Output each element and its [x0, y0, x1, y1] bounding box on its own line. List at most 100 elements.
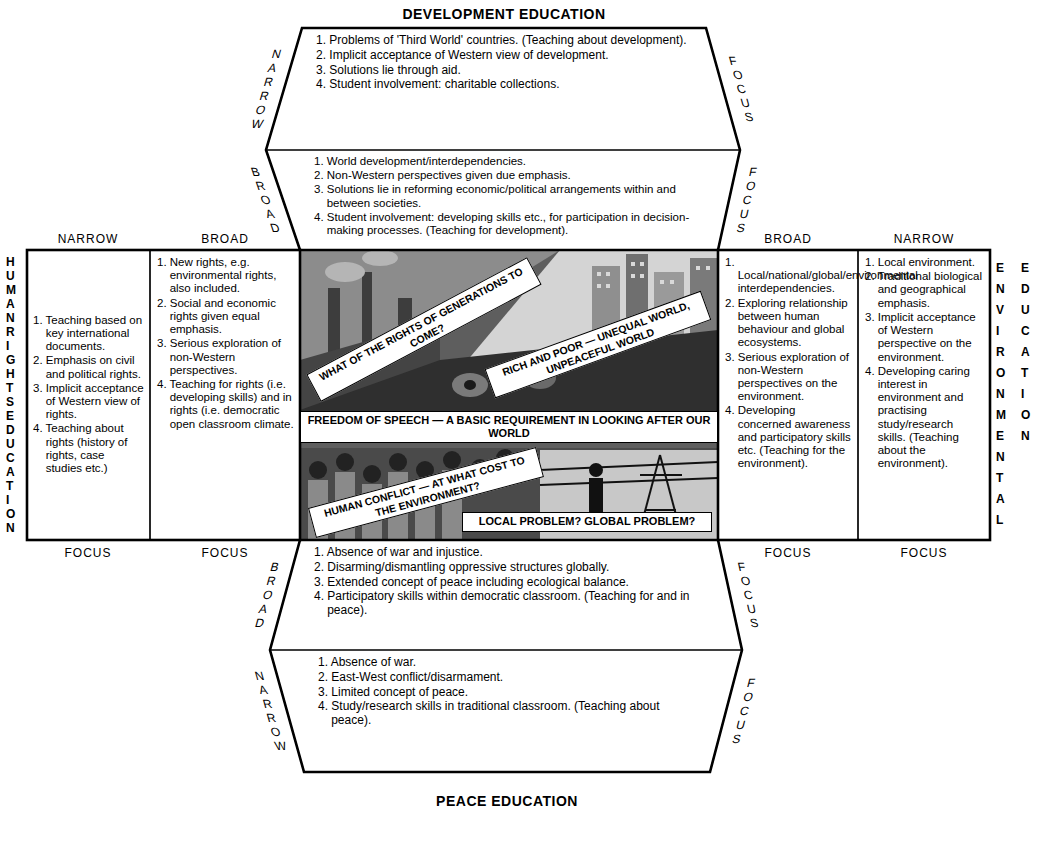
building-windows: [597, 262, 710, 288]
focus-list: 1. Local/national/global/environmental i…: [725, 256, 852, 472]
focus-label: BROAD: [743, 232, 833, 246]
list-item: 2. Disarming/dismantling oppressive stru…: [314, 561, 704, 575]
slogan-band: LOCAL PROBLEM? GLOBAL PROBLEM?: [462, 512, 712, 531]
center-frame: [300, 250, 718, 540]
focus-label: BROAD: [249, 165, 280, 235]
focus-label: BROAD: [180, 232, 270, 246]
list-item: 2. Exploring relationship between human …: [725, 297, 852, 350]
list-item: 4. Student involvement: charitable colle…: [316, 78, 696, 92]
narrow-focus-panel: HUMAN RIGHTS EDUCATION1. Teaching based …: [27, 250, 150, 540]
slogan-text: LOCAL PROBLEM? GLOBAL PROBLEM?: [463, 513, 711, 530]
worker-figure: [589, 463, 603, 518]
list-item: 1. Teaching based on key international d…: [33, 314, 144, 354]
section-heading: ENVIRONMENTAL EDUCATION: [996, 258, 1028, 536]
smoke: [362, 250, 398, 266]
panel-border: [266, 150, 740, 250]
outer-outline: [27, 250, 300, 540]
panel-border: [266, 28, 740, 150]
list-item: 1. Local/national/global/environmental i…: [725, 256, 852, 296]
narrow-focus-panel: DEVELOPMENT EDUCATION1. Problems of 'Thi…: [266, 28, 740, 150]
section-heading: HUMAN RIGHTS EDUCATION: [6, 255, 13, 535]
slogan-band: FREEDOM OF SPEECH — A BASIC REQUIREMENT …: [300, 411, 718, 443]
list-item: 1. Local environment.: [865, 256, 984, 269]
list-item: 3. Implicit acceptance of Western perspe…: [865, 311, 984, 364]
focus-label: FOCUS: [879, 546, 969, 560]
broad-focus-panel: 1. Absence of war and injustice.2. Disar…: [270, 540, 742, 650]
focus-list: 1. Problems of 'Third World' countries. …: [316, 34, 696, 93]
list-item: 3. Implicit acceptance of Western view o…: [33, 382, 144, 422]
outer-outline: [266, 28, 740, 250]
focus-label: FOCUS: [743, 546, 833, 560]
narrow-focus-panel: ENVIRONMENTAL EDUCATION1. Local environm…: [858, 250, 990, 540]
eye: [464, 380, 476, 390]
list-item: 2. Social and economic rights given equa…: [157, 297, 294, 337]
focus-label: FOCUS: [735, 165, 758, 235]
chimney: [328, 288, 340, 358]
list-item: 1. Absence of war.: [318, 656, 698, 670]
narrow-focus-panel: PEACE EDUCATION1. Absence of war.2. East…: [270, 650, 742, 772]
panel-border: [270, 650, 742, 772]
list-item: 3. Serious exploration of non-Western pe…: [157, 337, 294, 377]
focus-list: 1. New rights, e.g. environmental rights…: [157, 256, 294, 432]
focus-label: FOCUS: [736, 560, 758, 630]
collage-ground: [300, 250, 718, 540]
list-item: 1. World development/interdependencies.: [314, 155, 706, 168]
photo-collage: [300, 250, 718, 540]
focus-label: NARROW: [879, 232, 969, 246]
list-item: 3. Extended concept of peace including e…: [314, 576, 704, 590]
list-item: 4. Developing caring interest in environ…: [865, 365, 984, 471]
focus-label: FOCUS: [731, 676, 757, 746]
list-item: 1. Problems of 'Third World' countries. …: [316, 34, 696, 48]
focus-label: NARROW: [43, 232, 133, 246]
focus-list: 1. Absence of war.2. East-West conflict/…: [318, 656, 698, 729]
broad-focus-panel: 1. Local/national/global/environmental i…: [718, 250, 858, 540]
panel-border: [27, 250, 150, 540]
slogan-band: RICH AND POOR — UNEQUAL WORLD, UNPEACEFU…: [485, 291, 712, 399]
list-item: 4. Student involvement: developing skill…: [314, 211, 706, 237]
outer-outline: [270, 540, 742, 772]
list-item: 2. Traditional biological and geographic…: [865, 270, 984, 310]
focus-list: 1. Absence of war and injustice.2. Disar…: [314, 546, 704, 619]
list-item: 3. Solutions lie in reforming economic/p…: [314, 183, 706, 209]
face: [452, 373, 488, 397]
list-item: 2. East-West conflict/disarmament.: [318, 671, 698, 685]
panel-border: [270, 540, 742, 650]
focus-label: FOCUS: [180, 546, 270, 560]
list-item: 4. Developing concerned awareness and pa…: [725, 404, 852, 470]
list-item: 4. Teaching for rights (i.e. developing …: [157, 378, 294, 431]
list-item: 4. Study/research skills in traditional …: [318, 700, 698, 728]
list-item: 1. Absence of war and injustice.: [314, 546, 704, 560]
slogan-text: FREEDOM OF SPEECH — A BASIC REQUIREMENT …: [301, 412, 717, 442]
list-item: 2. Emphasis on civil and political right…: [33, 354, 144, 380]
smoke: [325, 262, 365, 282]
crowd-ground: [300, 448, 718, 540]
list-item: 4. Teaching about rights (history of rig…: [33, 422, 144, 475]
list-item: 3. Limited concept of peace.: [318, 686, 698, 700]
list-item: 3. Serious exploration of non-Western pe…: [725, 351, 852, 404]
broad-focus-panel: 1. World development/interdependencies.2…: [266, 150, 740, 250]
focus-label: BROAD: [253, 560, 279, 630]
focus-list: 1. World development/interdependencies.2…: [314, 155, 706, 238]
focus-label: FOCUS: [727, 54, 754, 124]
list-item: 2. Non-Western perspectives given due em…: [314, 169, 706, 182]
outer-outline: [718, 250, 990, 540]
focus-label: FOCUS: [43, 546, 133, 560]
list-item: 1. New rights, e.g. environmental rights…: [157, 256, 294, 296]
broad-focus-panel: 1. New rights, e.g. environmental rights…: [150, 250, 300, 540]
panel-border: [718, 250, 858, 540]
slogan-text: RICH AND POOR — UNEQUAL WORLD, UNPEACEFU…: [486, 292, 710, 397]
focus-list: 1. Local environment.2. Traditional biol…: [865, 256, 984, 472]
panel-border: [150, 250, 300, 540]
focus-label: NARROW: [253, 669, 284, 753]
list-item: 2. Implicit acceptance of Western view o…: [316, 49, 696, 63]
section-heading: PEACE EDUCATION: [357, 792, 657, 810]
list-item: 4. Participatory skills within democrati…: [314, 590, 704, 618]
focus-label: NARROW: [250, 47, 282, 131]
panel-border: [858, 250, 990, 540]
focus-list: 1. Teaching based on key international d…: [33, 314, 144, 477]
section-heading: DEVELOPMENT EDUCATION: [354, 5, 654, 23]
list-item: 3. Solutions lie through aid.: [316, 64, 696, 78]
